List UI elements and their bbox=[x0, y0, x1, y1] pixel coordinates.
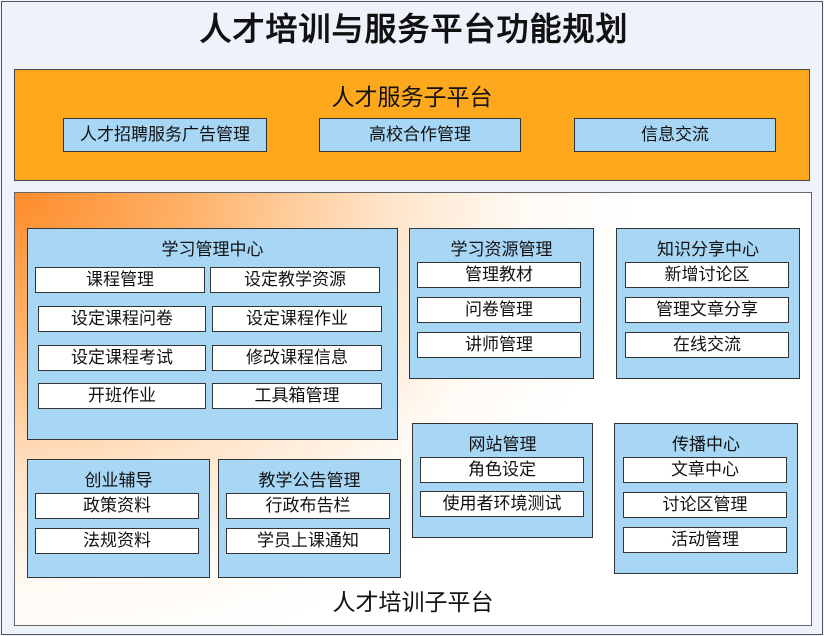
service-item-university: 高校合作管理 bbox=[319, 118, 521, 152]
module-website-title: 网站管理 bbox=[468, 435, 537, 455]
resource-item: 问卷管理 bbox=[417, 297, 581, 323]
learning-item: 设定课程考试 bbox=[38, 345, 206, 371]
module-resources-title: 学习资源管理 bbox=[450, 240, 553, 260]
learning-item: 设定教学资源 bbox=[210, 267, 380, 293]
service-platform-title: 人才服务子平台 bbox=[331, 85, 493, 111]
module-broadcast: 传播中心 文章中心 讨论区管理 活动管理 bbox=[614, 423, 798, 574]
learning-item: 设定课程作业 bbox=[212, 306, 382, 332]
service-item-exchange: 信息交流 bbox=[574, 118, 776, 152]
training-platform-title: 人才培训子平台 bbox=[332, 590, 494, 616]
module-knowledge-title: 知识分享中心 bbox=[657, 240, 759, 260]
training-platform: 学习管理中心 课程管理 设定教学资源 设定课程问卷 设定课程作业 设定课程考试 … bbox=[14, 192, 812, 626]
page-title: 人才培训与服务平台功能规划 bbox=[199, 10, 629, 48]
module-knowledge: 知识分享中心 新增讨论区 管理文章分享 在线交流 bbox=[616, 228, 800, 379]
resource-item: 讲师管理 bbox=[417, 332, 581, 358]
knowledge-item: 新增讨论区 bbox=[625, 262, 789, 288]
learning-item: 开班作业 bbox=[38, 383, 206, 409]
notice-item: 学员上课通知 bbox=[226, 528, 390, 554]
knowledge-item: 管理文章分享 bbox=[625, 297, 789, 323]
learning-item: 设定课程问卷 bbox=[38, 306, 206, 332]
website-item: 使用者环境测试 bbox=[420, 491, 584, 517]
module-broadcast-title: 传播中心 bbox=[672, 435, 740, 455]
notice-item: 行政布告栏 bbox=[226, 493, 390, 519]
module-startup-title: 创业辅导 bbox=[84, 471, 153, 491]
website-item: 角色设定 bbox=[420, 457, 584, 483]
service-platform: 人才服务子平台 人才招聘服务广告管理 高校合作管理 信息交流 bbox=[14, 69, 810, 181]
service-item-recruitment: 人才招聘服务广告管理 bbox=[63, 118, 267, 152]
module-startup: 创业辅导 政策资料 法规资料 bbox=[27, 459, 210, 578]
module-learning-center-title: 学习管理中心 bbox=[161, 240, 264, 260]
module-learning-center: 学习管理中心 课程管理 设定教学资源 设定课程问卷 设定课程作业 设定课程考试 … bbox=[27, 228, 398, 440]
learning-item: 课程管理 bbox=[35, 267, 205, 293]
broadcast-item: 活动管理 bbox=[623, 527, 787, 553]
module-resources: 学习资源管理 管理教材 问卷管理 讲师管理 bbox=[409, 228, 594, 379]
startup-item: 政策资料 bbox=[35, 493, 199, 519]
broadcast-item: 讨论区管理 bbox=[623, 492, 787, 518]
learning-item: 工具箱管理 bbox=[212, 383, 382, 409]
broadcast-item: 文章中心 bbox=[623, 457, 787, 483]
learning-item: 修改课程信息 bbox=[212, 345, 382, 371]
resource-item: 管理教材 bbox=[417, 262, 581, 288]
module-notice: 教学公告管理 行政布告栏 学员上课通知 bbox=[218, 459, 401, 578]
module-website: 网站管理 角色设定 使用者环境测试 bbox=[412, 423, 593, 538]
startup-item: 法规资料 bbox=[35, 528, 199, 554]
knowledge-item: 在线交流 bbox=[625, 332, 789, 358]
module-notice-title: 教学公告管理 bbox=[258, 471, 361, 491]
